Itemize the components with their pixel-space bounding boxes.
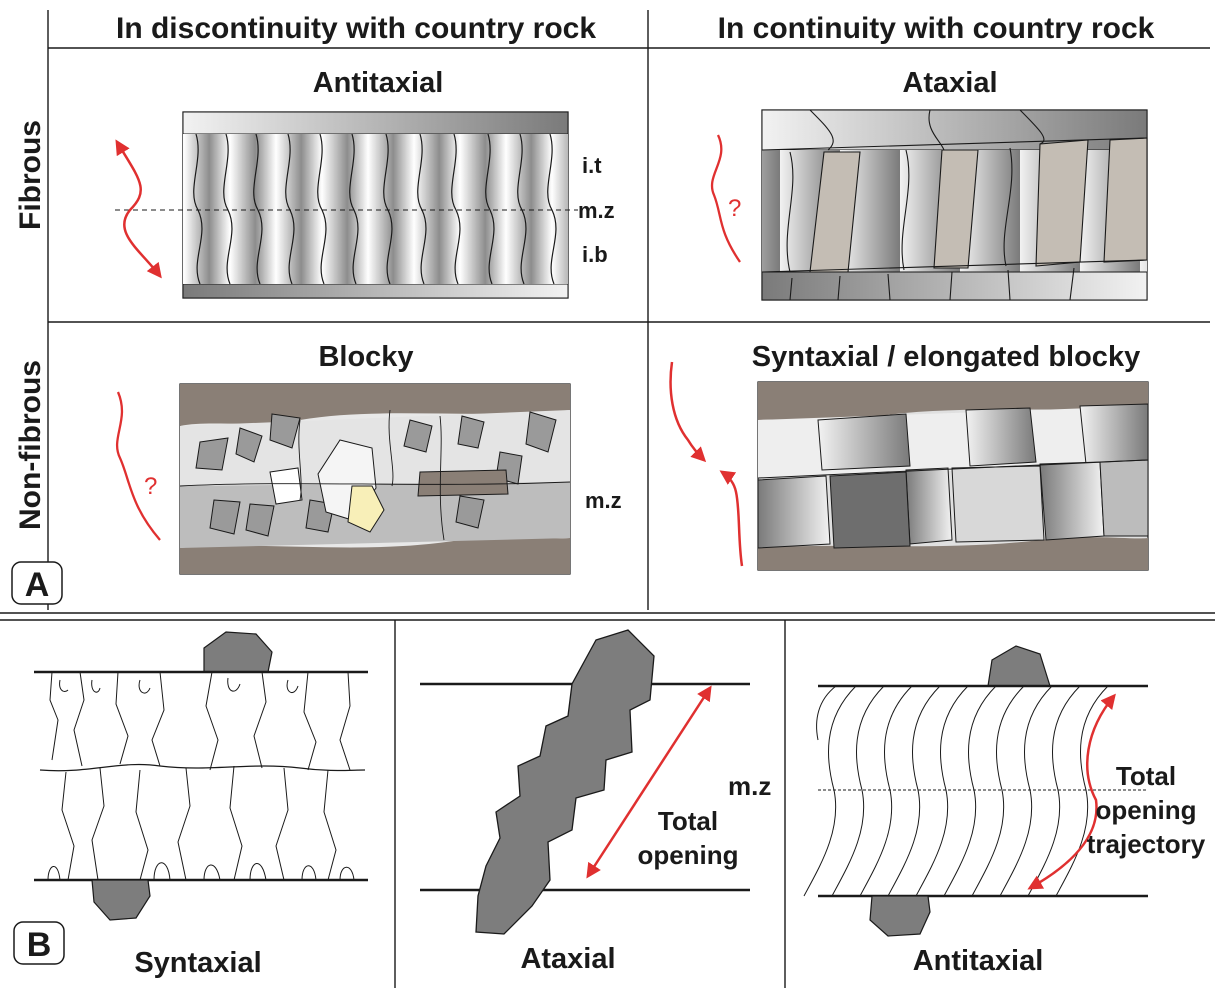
- column-header-discontinuity: In discontinuity with country rock: [116, 12, 596, 45]
- title-syntaxial: Syntaxial / elongated blocky: [752, 341, 1140, 373]
- antitaxial-vein: [115, 111, 578, 299]
- row-label-fibrous: Fibrous: [14, 120, 47, 230]
- antitaxial-opening-arrow: [115, 139, 162, 279]
- caption-antitaxial: Antitaxial: [913, 945, 1044, 977]
- ataxial-total-label: Total: [658, 806, 718, 836]
- ataxial-trajectory-line: [711, 134, 741, 263]
- syntaxial-arrow-down: [669, 361, 707, 463]
- part-b-antitaxial-sketch: [803, 645, 1148, 937]
- label-ib: i.b: [582, 242, 608, 267]
- syntaxial-vein: [757, 381, 1149, 571]
- label-mz-blocky: m.z: [585, 488, 622, 513]
- ataxial-opening-label: opening: [637, 840, 738, 870]
- ataxial-vein: [761, 109, 1148, 301]
- caption-ataxial: Ataxial: [520, 943, 615, 975]
- antitaxial-opening-label: opening: [1095, 795, 1196, 825]
- svg-text:B: B: [27, 926, 52, 964]
- svg-text:A: A: [25, 566, 50, 604]
- antitaxial-trajectory-label: trajectory: [1087, 829, 1206, 859]
- title-blocky: Blocky: [318, 341, 413, 373]
- blocky-question-mark: ?: [144, 473, 157, 500]
- caption-syntaxial: Syntaxial: [134, 947, 261, 979]
- blocky-trajectory-line: [115, 391, 161, 541]
- blocky-vein: [179, 383, 571, 575]
- column-header-continuity: In continuity with country rock: [718, 12, 1155, 45]
- row-label-non-fibrous: Non-fibrous: [14, 360, 47, 530]
- panel-b-badge: B: [13, 921, 65, 965]
- syntaxial-arrow-up: [719, 470, 744, 567]
- ataxial-question-mark: ?: [728, 195, 741, 222]
- antitaxial-total-label: Total: [1116, 761, 1176, 791]
- panel-a-badge: A: [11, 561, 63, 605]
- part-b-ataxial-sketch: [420, 629, 750, 935]
- title-antitaxial: Antitaxial: [313, 67, 444, 99]
- part-b-syntaxial-sketch: [34, 631, 368, 921]
- grid-lines: [0, 10, 1215, 988]
- title-ataxial: Ataxial: [902, 67, 997, 99]
- label-it: i.t: [582, 153, 602, 178]
- label-mz-fibrous: m.z: [578, 198, 615, 223]
- label-mz-part-b: m.z: [728, 771, 771, 801]
